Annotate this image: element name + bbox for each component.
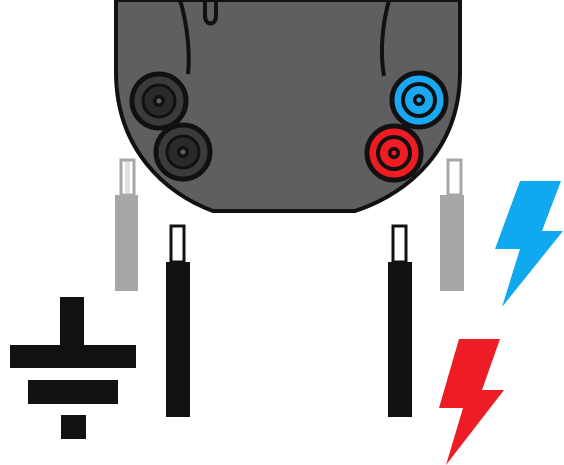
ground-symbol-icon (10, 297, 136, 439)
body-notch (203, 0, 218, 26)
body-ridge-right (379, 0, 391, 77)
lightning-bolt-icon-red (439, 339, 504, 465)
gray-probe-left (115, 158, 138, 291)
body-ridge-left (178, 0, 191, 75)
black-probe-right (388, 224, 412, 417)
red-jack (364, 123, 424, 183)
gray-probe-right (440, 158, 464, 291)
black-jack-upper (129, 71, 189, 131)
meter-bottom-icon (114, 0, 462, 213)
black-probe-left (166, 224, 190, 417)
lightning-bolt-icon-blue (495, 181, 563, 307)
black-jack-lower (153, 122, 213, 182)
blue-jack (389, 70, 449, 130)
